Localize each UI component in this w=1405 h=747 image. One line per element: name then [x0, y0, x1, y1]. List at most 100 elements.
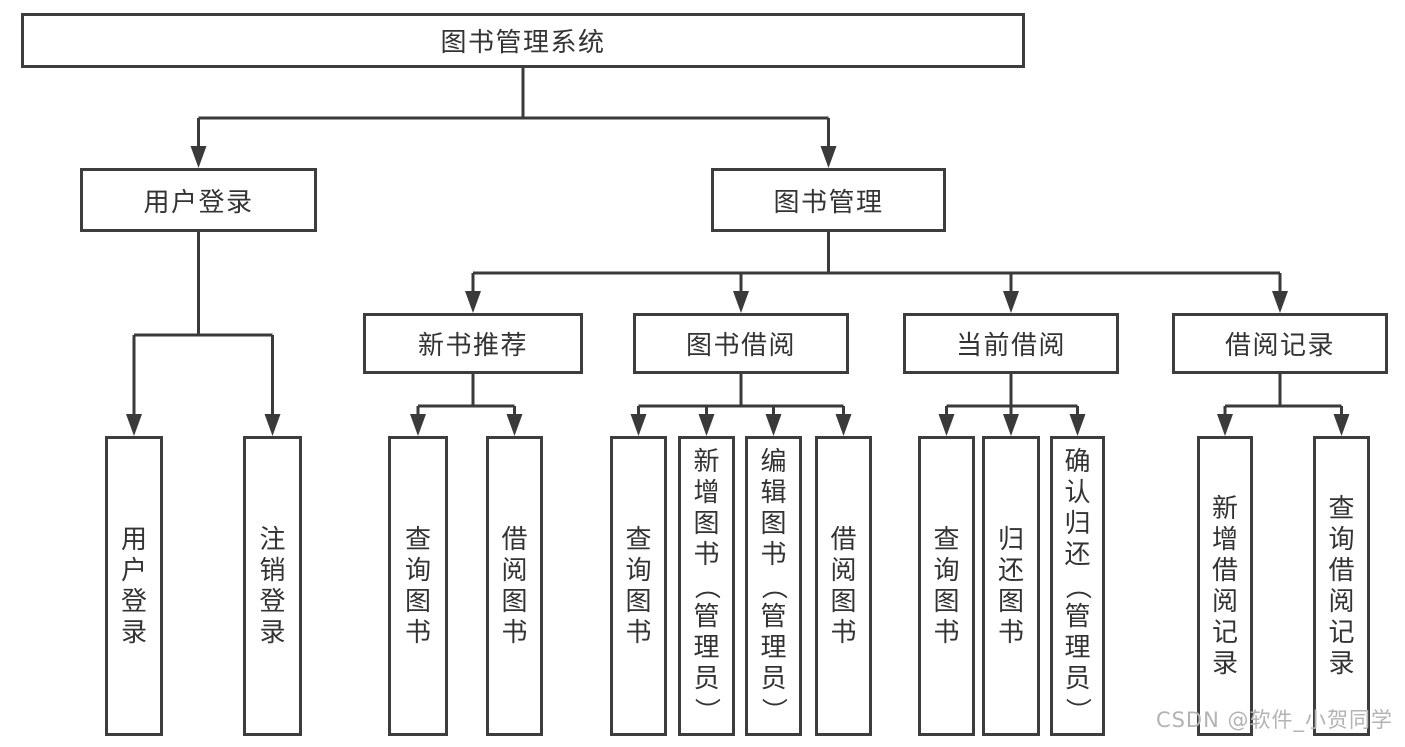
node-label-char: 借	[1328, 555, 1355, 586]
node-label-char: 借	[830, 524, 857, 555]
node-label-char: 增	[693, 478, 720, 508]
node-label-char: 书	[693, 540, 720, 570]
arrow-head-icon	[835, 414, 852, 436]
node-label-char: 销	[259, 555, 286, 586]
connector-path	[1223, 374, 1343, 417]
node-label: 图书管理	[773, 187, 884, 218]
node-label-char: ）	[691, 696, 722, 723]
node-label-char: 询	[1328, 524, 1355, 555]
node-leaf-bb-edit: 编辑图书（管理员）	[745, 436, 802, 736]
node-label-char: 管	[693, 602, 720, 632]
node-label-char: 查	[404, 524, 431, 555]
node-label-char: 归	[1064, 509, 1091, 539]
arrow-head-icon	[820, 146, 837, 168]
node-label-char: 图	[830, 586, 857, 617]
node-label: 编辑图书（管理员）	[748, 439, 799, 733]
node-label-char: 录	[1328, 648, 1355, 679]
node-label-char: 阅	[1211, 586, 1238, 617]
arrow-head-icon	[1003, 414, 1019, 436]
node-label-char: 认	[1064, 478, 1091, 508]
node-label: 查询图书	[613, 439, 664, 733]
node-label-char: （	[1062, 572, 1093, 599]
node-label: 借阅记录	[1224, 331, 1335, 361]
watermark-text: CSDN @软件_小贺同学	[1155, 708, 1393, 732]
node-label-char: 还	[1064, 540, 1091, 570]
node-label-char: ）	[1062, 696, 1093, 723]
node-label-char: 用	[120, 524, 147, 555]
arrow-head-icon	[126, 414, 142, 436]
arrow-head-icon	[630, 414, 647, 436]
node-label: 借阅图书	[818, 439, 869, 733]
node-user-login: 用户登录	[80, 168, 317, 232]
node-label-char: 借	[501, 524, 528, 555]
node-leaf-br-add: 新增借阅记录	[1197, 436, 1253, 736]
node-label-char: 编	[760, 447, 787, 477]
node-label-char: 书	[760, 540, 787, 570]
node-label: 当前借阅	[955, 331, 1066, 361]
arrow-head-icon	[506, 414, 523, 436]
node-label-char: 新	[1211, 493, 1238, 524]
connector-path	[132, 232, 274, 417]
node-label: 查询图书	[391, 439, 445, 733]
node-label-char: 注	[259, 524, 286, 555]
node-leaf-user-login: 用户登录	[105, 436, 163, 736]
node-label-char: 归	[997, 524, 1024, 555]
node-label-char: 图	[933, 586, 960, 617]
node-label-char: 员	[693, 664, 720, 694]
node-label-char: 借	[1211, 555, 1238, 586]
arrow-head-icon	[733, 291, 749, 313]
node-label-char: 录	[259, 617, 286, 648]
node-book-mgmt: 图书管理	[711, 168, 946, 232]
node-label-char: 查	[625, 524, 652, 555]
node-label-char: 图	[404, 586, 431, 617]
node-new-book-rec: 新书推荐	[363, 313, 583, 374]
node-label-char: 确	[1064, 447, 1091, 477]
node-label-char: 录	[120, 617, 147, 648]
node-label-char: 辑	[760, 478, 787, 508]
arrow-head-icon	[938, 414, 955, 436]
node-label-char: 理	[1064, 633, 1091, 663]
node-leaf-bb-borrow: 借阅图书	[815, 436, 872, 736]
node-label-char: 询	[625, 555, 652, 586]
node-leaf-cb-query: 查询图书	[918, 436, 975, 736]
arrow-head-icon	[1217, 414, 1233, 436]
node-label-char: 管	[1064, 602, 1091, 632]
node-leaf-nbr-query: 查询图书	[388, 436, 448, 736]
node-label-char: 还	[997, 555, 1024, 586]
node-system: 图书管理系统	[21, 13, 1025, 68]
node-label-char: 员	[1064, 664, 1091, 694]
node-label-char: 阅	[830, 555, 857, 586]
node-leaf-bb-add: 新增图书（管理员）	[678, 436, 735, 736]
node-label: 借阅图书	[489, 439, 540, 733]
node-label-char: 图	[501, 586, 528, 617]
node-label: 用户登录	[108, 439, 160, 733]
node-book-borrow: 图书借阅	[633, 313, 849, 374]
node-leaf-bb-query: 查询图书	[610, 436, 667, 736]
node-label-char: ）	[758, 696, 789, 723]
node-label-char: 查	[933, 524, 960, 555]
node-label: 注销登录	[246, 439, 299, 733]
connector-path	[197, 68, 830, 149]
node-leaf-cb-return: 归还图书	[982, 436, 1040, 736]
node-label-char: 阅	[501, 555, 528, 586]
node-label: 图书借阅	[685, 331, 796, 361]
node-label-char: 阅	[1328, 586, 1355, 617]
node-leaf-br-query: 查询借阅记录	[1313, 436, 1370, 736]
node-label-char: 户	[120, 555, 147, 586]
node-label: 归还图书	[985, 439, 1037, 733]
arrow-head-icon	[264, 414, 281, 436]
arrow-head-icon	[410, 414, 426, 436]
node-label-char: 书	[501, 617, 528, 648]
node-label: 查询图书	[921, 439, 972, 733]
node-label-char: 书	[997, 617, 1024, 648]
node-label-char: 图	[997, 586, 1024, 617]
arrow-head-icon	[1272, 291, 1288, 313]
connector-path	[471, 232, 1282, 294]
node-label-char: 图	[760, 509, 787, 539]
node-current-borrow: 当前借阅	[903, 313, 1119, 374]
arrow-head-icon	[465, 291, 481, 313]
node-label-char: 图	[625, 586, 652, 617]
node-label-char: 书	[933, 617, 960, 648]
